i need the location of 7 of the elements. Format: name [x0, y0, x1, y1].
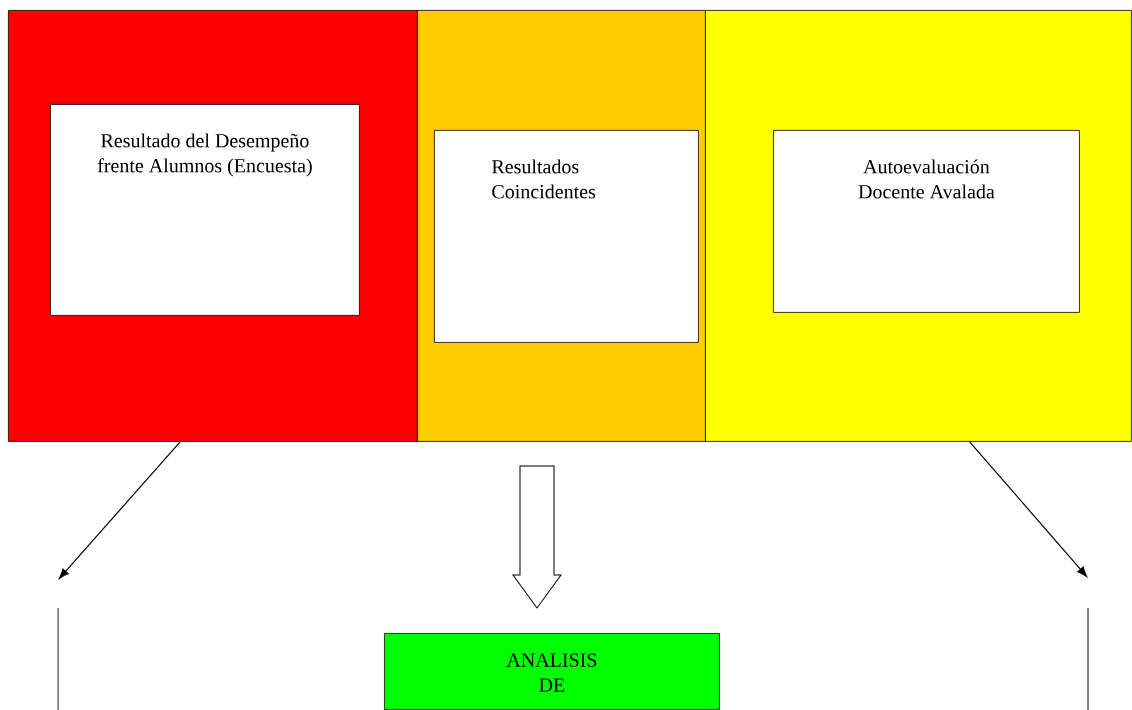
block-arrow [512, 465, 562, 609]
result-box: Resultados Coincidentes [434, 130, 699, 343]
result-box: Autoevaluación Docente Avalada [773, 130, 1080, 313]
arrow [969, 441, 1087, 577]
analysis-box: ANALISIS DE [384, 633, 720, 710]
arrow [59, 441, 181, 579]
result-box: Resultado del Desempeño frente Alumnos (Encuesta) [50, 104, 360, 316]
